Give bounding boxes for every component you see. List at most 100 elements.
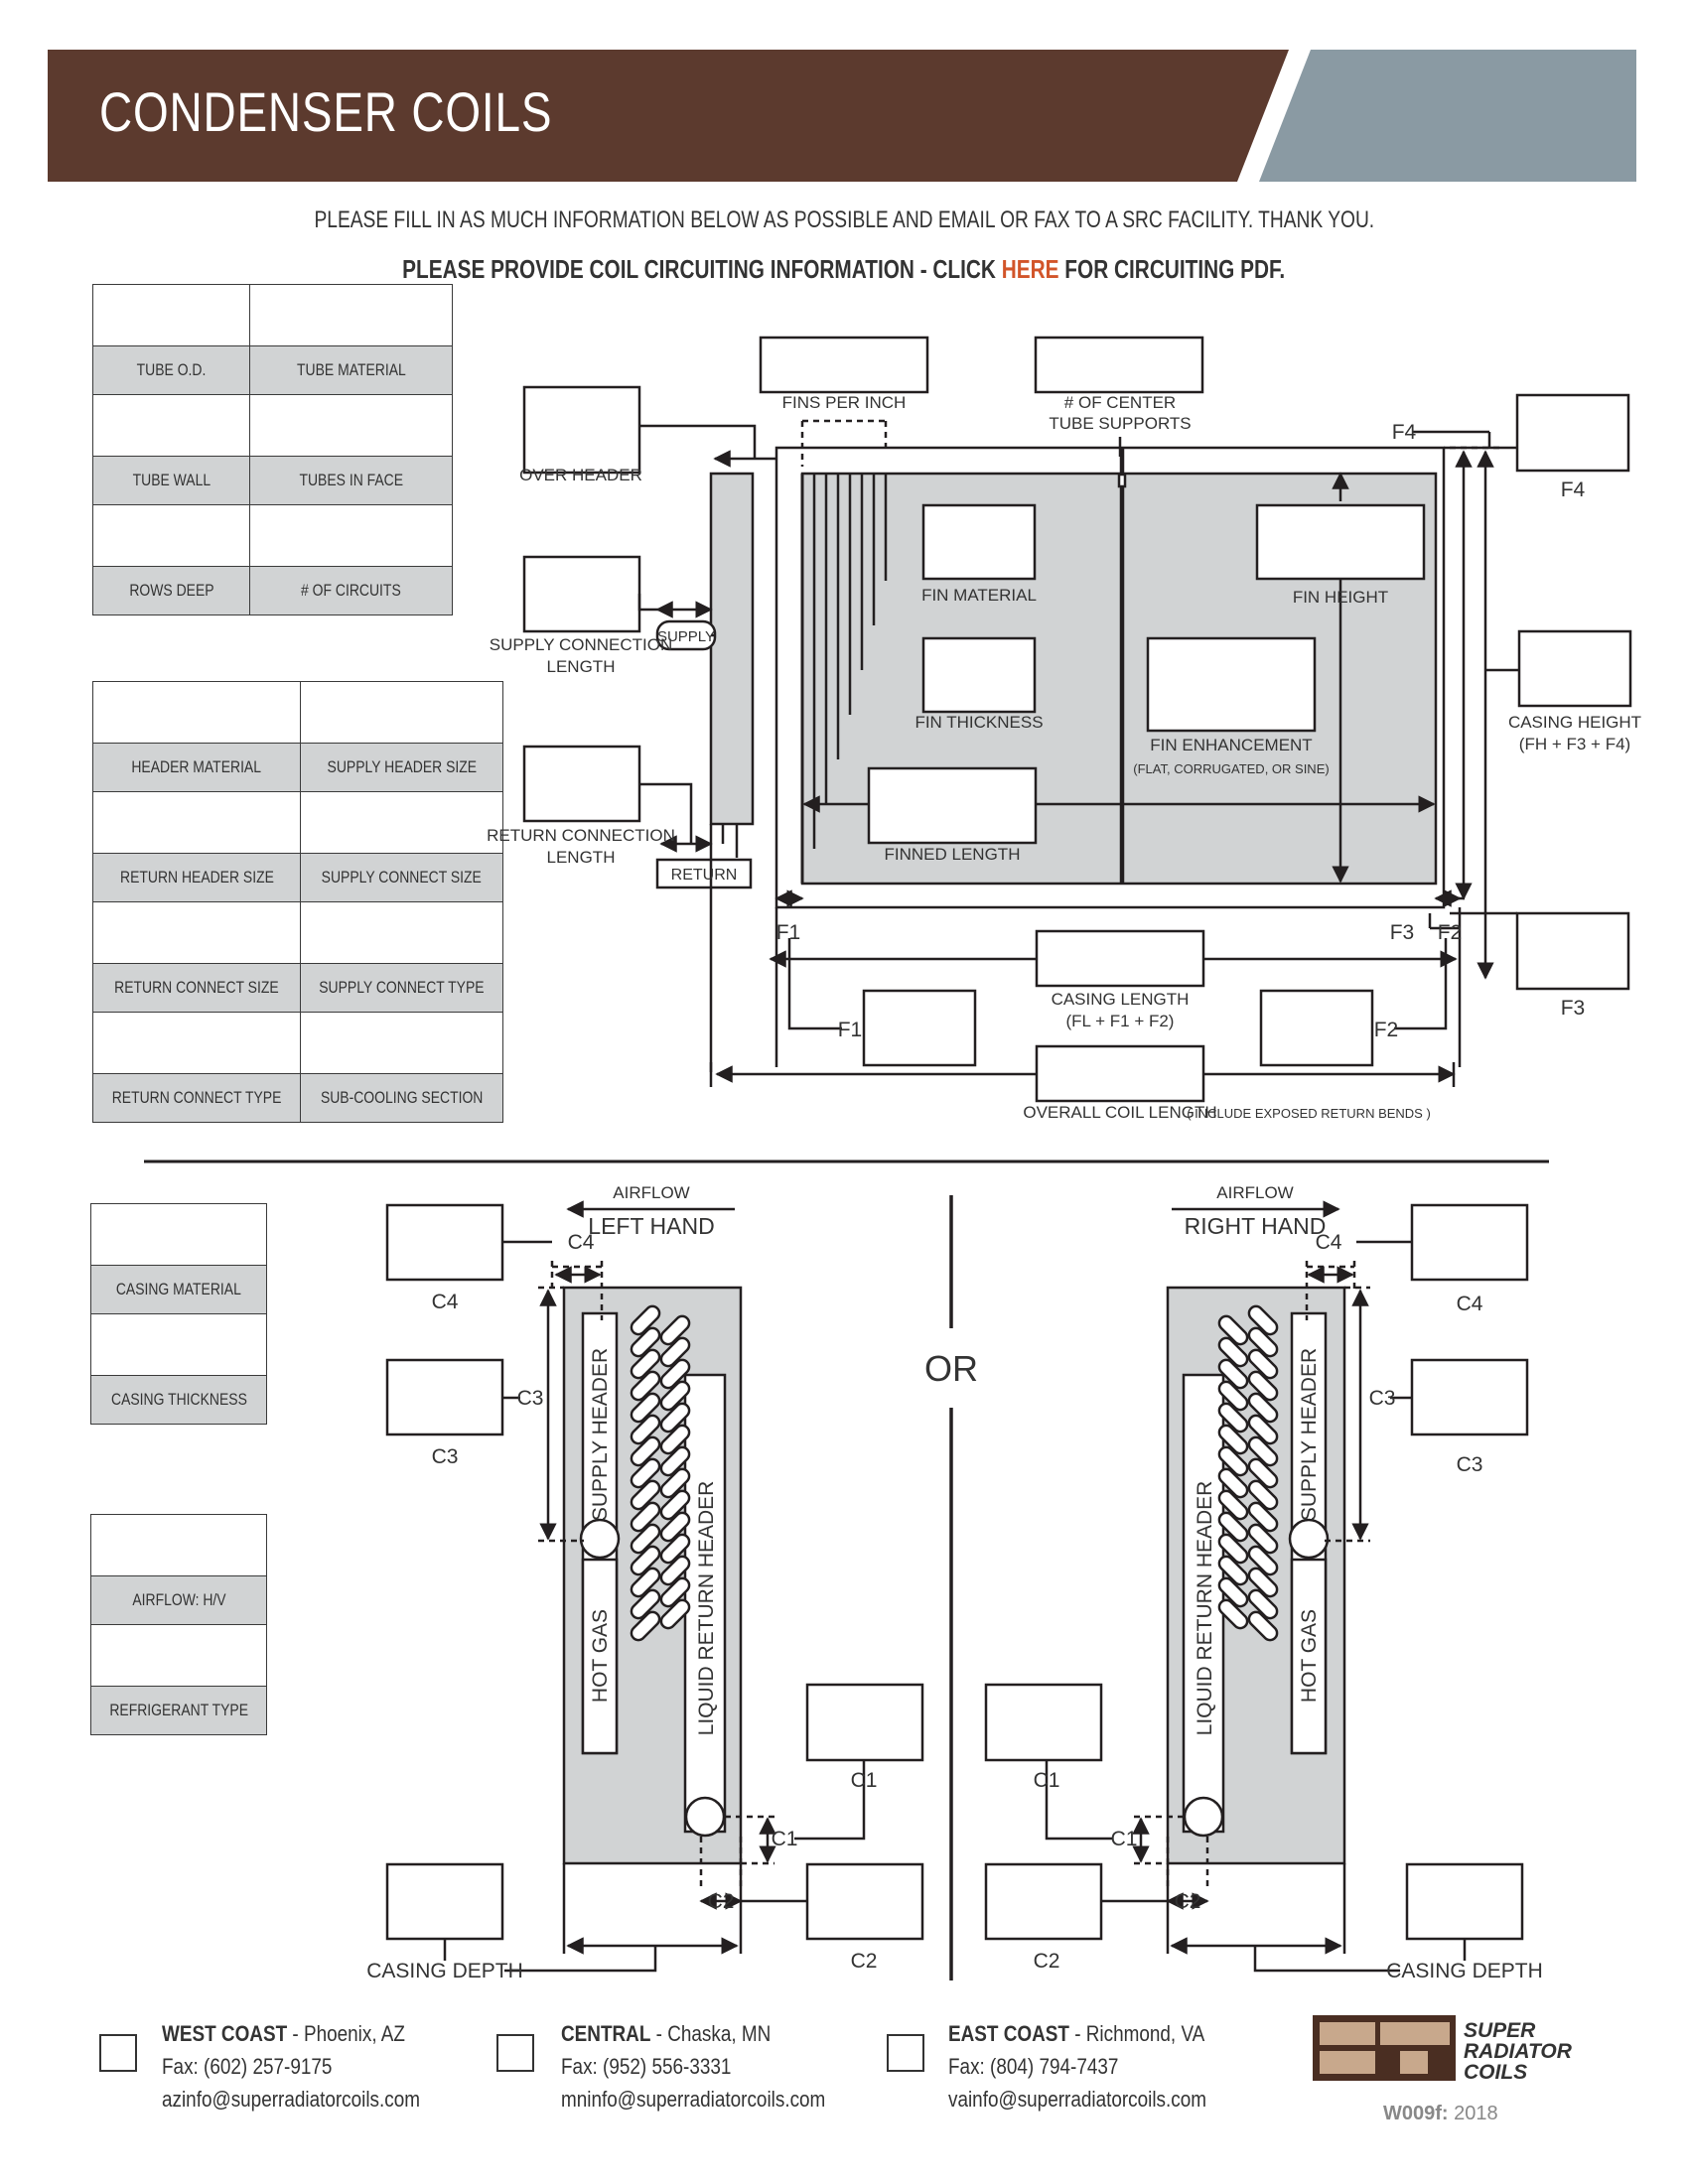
left-tube-oval [630, 1501, 661, 1533]
right-tube-oval [1247, 1392, 1279, 1424]
return-connect-size-field[interactable] [91, 901, 302, 964]
rh-liquid-return-label: LIQUID RETURN HEADER [1194, 1481, 1216, 1736]
tubes-in-face-field[interactable] [249, 394, 453, 457]
rh-c2-tag: C2 [1175, 1890, 1201, 1913]
tube-material-field[interactable] [249, 284, 453, 346]
rows-deep-label: ROWS DEEP [91, 566, 251, 615]
rh-c4-label: C4 [1457, 1293, 1483, 1315]
center-supports-label-2: TUBE SUPPORTS [1049, 414, 1191, 433]
fin-enhancement-label: FIN ENHANCEMENT [1150, 736, 1312, 754]
lh-hot-gas-label: HOT GAS [589, 1609, 612, 1703]
rh-airflow-label: AIRFLOW [1216, 1183, 1293, 1202]
left-tube-oval [630, 1370, 661, 1402]
central-checkbox[interactable] [496, 2034, 534, 2072]
tube-material-label: TUBE MATERIAL [249, 345, 453, 395]
fin-material-label: FIN MATERIAL [921, 586, 1037, 605]
supply-connect-type-field[interactable] [300, 901, 503, 964]
left-tube-oval [659, 1314, 691, 1346]
central-office: CENTRAL - Chaska, MN Fax: (952) 556-3331… [561, 2021, 826, 2112]
return-tag: RETURN [671, 867, 738, 884]
rh-casing-depth-field [1405, 1862, 1524, 1941]
left-tube-oval [659, 1358, 691, 1390]
lh-c2-field [805, 1862, 924, 1941]
supply-connection-label-1: SUPPLY CONNECTION [490, 635, 673, 654]
casing-table: CASING MATERIAL CASING THICKNESS [90, 1203, 267, 1425]
right-tube-oval [1247, 1567, 1279, 1598]
refrigerant-type-label: REFRIGERANT TYPE [90, 1686, 267, 1735]
supply-header [709, 472, 755, 826]
airflow-table: AIRFLOW: H/V REFRIGERANT TYPE [90, 1514, 267, 1735]
lh-supply-header-label: SUPPLY HEADER [589, 1348, 612, 1521]
right-tube-oval [1247, 1523, 1279, 1555]
left-tube-rows [630, 1304, 691, 1642]
left-tube-oval [659, 1380, 691, 1412]
right-tube-oval [1247, 1414, 1279, 1445]
f1-tag: F1 [838, 1019, 863, 1041]
fin-enhancement-field [1146, 636, 1317, 733]
fin-enhancement-note: (FLAT, CORRUGATED, OR SINE) [1133, 761, 1329, 776]
return-connect-type-field[interactable] [91, 1012, 302, 1074]
f3-tag: F3 [1390, 921, 1415, 944]
casing-length-label-2: (FL + F1 + F2) [1066, 1012, 1175, 1030]
return-header-size-field[interactable] [91, 791, 302, 854]
left-tube-oval [630, 1610, 661, 1642]
f2-tag-top: F2 [1438, 921, 1463, 944]
rh-c3-label: C3 [1457, 1453, 1483, 1476]
supply-connection-label-2: LENGTH [547, 657, 616, 676]
right-tube-oval [1247, 1370, 1279, 1402]
supply-connection-field [522, 555, 641, 633]
left-tube-oval [659, 1489, 691, 1521]
header-material-field[interactable] [91, 681, 302, 744]
east-coast-checkbox[interactable] [887, 2034, 924, 2072]
circuiting-pdf-link[interactable]: HERE [1002, 254, 1059, 284]
right-tube-oval [1217, 1336, 1249, 1368]
supply-tag: SUPPLY [657, 628, 715, 645]
finned-length-label: FINNED LENGTH [885, 845, 1021, 864]
left-tube-oval [659, 1445, 691, 1477]
return-connection-label-1: RETURN CONNECTION [487, 826, 675, 845]
overall-length-field [1035, 1044, 1205, 1103]
right-tube-oval [1247, 1435, 1279, 1467]
header-banner [48, 50, 1636, 182]
west-coast-office: WEST COAST - Phoenix, AZ Fax: (602) 257-… [162, 2021, 421, 2112]
left-tube-oval [630, 1304, 661, 1336]
f3-field [1515, 911, 1630, 991]
right-tube-oval [1217, 1533, 1249, 1565]
supply-header-size-field[interactable] [300, 681, 503, 744]
fin-thickness-label: FIN THICKNESS [914, 713, 1043, 732]
right-liquid-return-tube [1182, 1373, 1225, 1834]
right-hand-title: RIGHT HAND [1185, 1213, 1327, 1239]
right-tube-oval [1217, 1467, 1249, 1499]
fin-material-field [921, 503, 1037, 581]
left-tube-oval [630, 1523, 661, 1555]
lh-c2-label: C2 [851, 1950, 878, 1973]
tube-od-field[interactable] [91, 284, 251, 346]
casing-thickness-field[interactable] [90, 1313, 267, 1376]
f1-field [862, 989, 977, 1067]
page-title: CONDENSER COILS [99, 80, 553, 143]
casing-material-field[interactable] [90, 1203, 267, 1266]
lh-liquid-return-label: LIQUID RETURN HEADER [695, 1481, 718, 1736]
header-material-label: HEADER MATERIAL [91, 743, 302, 792]
sub-cooling-field[interactable] [300, 1012, 503, 1074]
over-header-label: OVER HEADER [519, 466, 642, 484]
tubes-in-face-label: TUBES IN FACE [249, 456, 453, 505]
airflow-field[interactable] [90, 1514, 267, 1576]
lh-c3-tag: C3 [517, 1387, 544, 1410]
return-header-size-label: RETURN HEADER SIZE [91, 853, 302, 902]
refrigerant-type-field[interactable] [90, 1624, 267, 1687]
tube-od-label: TUBE O.D. [91, 345, 251, 395]
right-tube-oval [1247, 1457, 1279, 1489]
tube-wall-label: TUBE WALL [91, 456, 251, 505]
right-tube-oval [1217, 1402, 1249, 1433]
right-tube-oval [1217, 1445, 1249, 1477]
supply-connect-size-field[interactable] [300, 791, 503, 854]
lh-c1-tag: C1 [772, 1828, 798, 1850]
tube-wall-field[interactable] [91, 394, 251, 457]
airflow-label: AIRFLOW: H/V [90, 1575, 267, 1625]
west-coast-checkbox[interactable] [99, 2034, 137, 2072]
right-hot-gas-tube [1290, 1558, 1328, 1755]
left-tube-oval [659, 1533, 691, 1565]
fin-height-label: FIN HEIGHT [1293, 588, 1388, 607]
